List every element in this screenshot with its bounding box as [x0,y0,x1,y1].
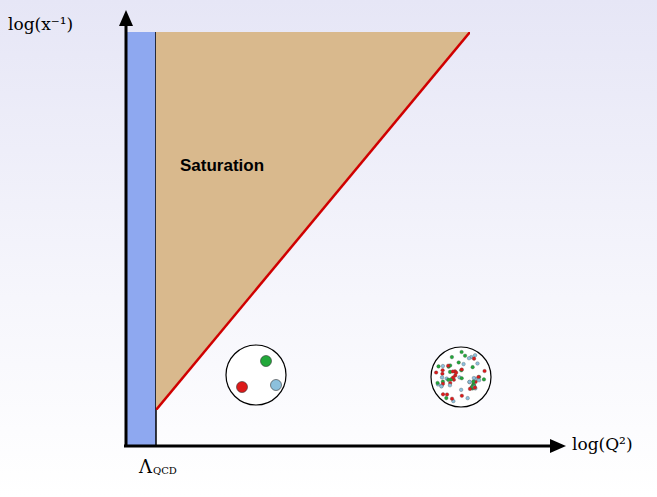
parton-dot [476,362,480,366]
parton-dot [472,357,476,361]
parton-dot [462,362,466,366]
parton-dot [457,361,461,365]
lambda-subscript: QCD [153,465,177,476]
region-label: Saturation [180,156,264,176]
parton-dot [466,396,470,400]
parton-dot [472,376,476,380]
parton-dot [474,387,478,391]
parton-dot [441,364,445,368]
parton-dot [445,393,449,397]
parton-dot [434,371,438,375]
parton-dot [473,353,477,357]
parton-dot [472,380,476,384]
x-axis-label: log(Q²) [572,434,633,454]
parton-dot [454,371,458,375]
lambda-symbol: Λ [139,456,152,477]
parton-dot [446,378,450,382]
quark-dot [261,356,272,367]
parton-dot [440,385,444,389]
parton-dot [460,394,464,398]
parton-dot [482,378,486,382]
parton-dot [477,375,481,379]
y-axis-label: log(x⁻¹) [8,14,73,34]
parton-dot [450,397,454,401]
region-shape [156,32,470,410]
parton-dot [463,354,467,358]
parton-dot [477,379,481,383]
parton-dot [471,365,475,369]
x-axis [124,445,552,448]
saturation-region: Saturation [156,32,470,410]
confinement-band [126,32,156,446]
parton-dot [451,370,455,374]
parton-dot [440,376,444,380]
quark-dot [271,380,282,391]
x-arrowhead [550,439,566,453]
dilute-circle [431,347,491,407]
y-axis [125,22,128,446]
parton-dot [441,368,445,372]
parton-dot [436,381,440,385]
parton-dot [446,364,450,368]
y-arrowhead [119,10,133,26]
parton-dot [477,375,481,379]
parton-dot [473,385,477,389]
parton-dot [459,388,463,392]
parton-dot [450,355,454,359]
parton-dot [467,356,471,360]
parton-dot [441,393,445,397]
parton-dot [448,384,452,388]
sparse-circle [226,345,286,405]
parton-dot [460,350,464,354]
parton-dot [473,386,477,390]
parton-dot [468,380,472,384]
parton-dot [483,369,487,373]
parton-dot [451,376,455,380]
parton-dot [437,365,441,369]
parton-dot [445,396,449,400]
parton-dot [459,368,463,372]
region-fill [156,32,470,410]
parton-dot [460,376,464,380]
parton-dot [441,372,445,376]
quark-dot [237,382,248,393]
parton-dot [460,368,464,372]
parton-dot [468,380,472,384]
saturation-line [156,32,470,410]
